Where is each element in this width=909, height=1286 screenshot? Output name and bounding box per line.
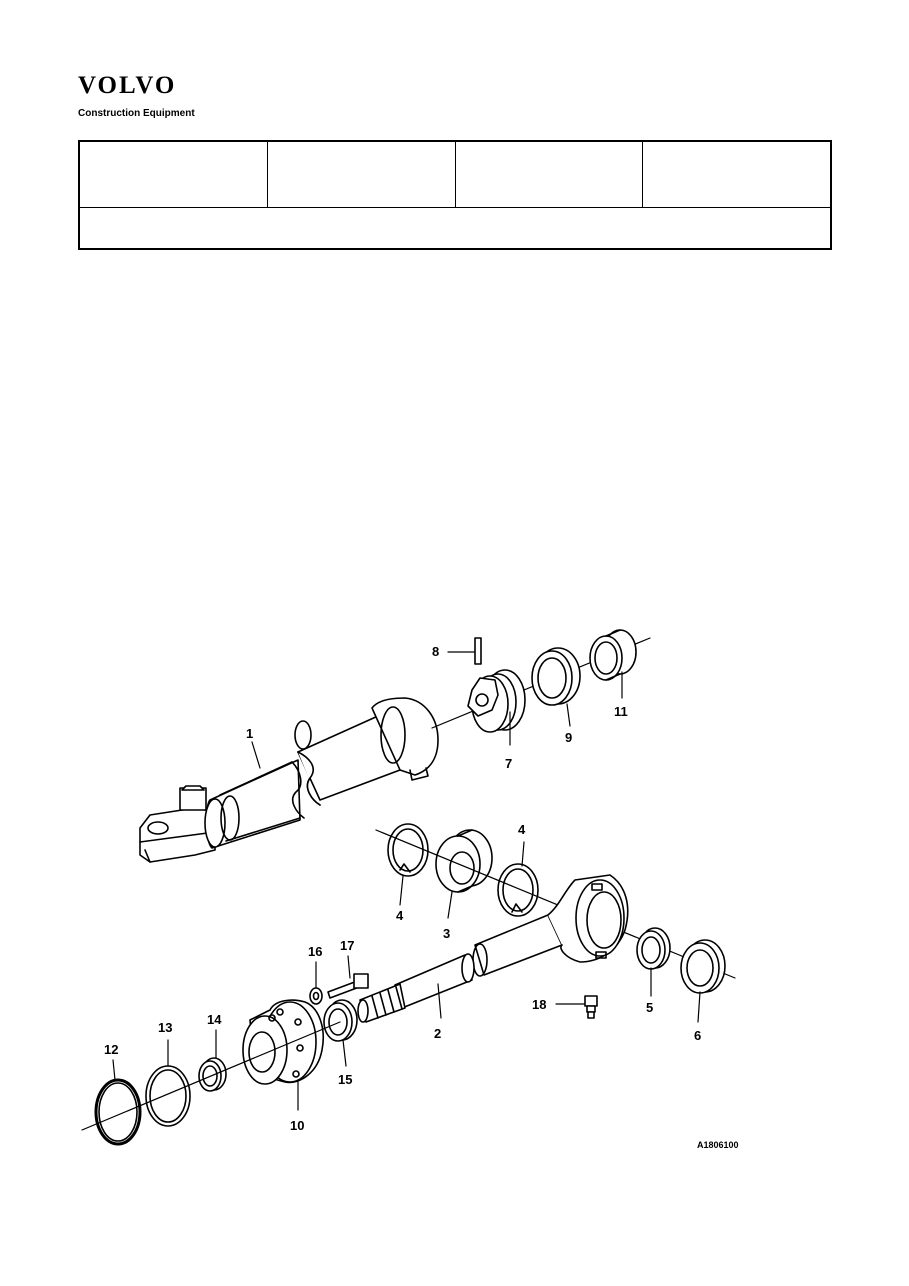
callout-13: 13 xyxy=(158,1020,172,1035)
callout-17: 17 xyxy=(340,938,354,953)
info-cell-2 xyxy=(268,142,456,207)
brand-subtitle: Construction Equipment xyxy=(78,108,195,119)
piston-part xyxy=(467,669,526,733)
info-cell-4 xyxy=(643,142,830,207)
callout-2: 2 xyxy=(434,1026,441,1041)
bearing-part xyxy=(435,829,493,893)
wiper-seal-part xyxy=(680,939,726,994)
info-cell-1 xyxy=(80,142,268,207)
info-cell-bottom xyxy=(80,208,830,250)
screw-part xyxy=(327,973,369,999)
piston-rod-part xyxy=(357,874,629,1023)
volvo-logo: VOLVO xyxy=(78,72,177,99)
callout-3: 3 xyxy=(443,926,450,941)
callout-4a: 4 xyxy=(396,908,404,923)
callout-16: 16 xyxy=(308,944,322,959)
seal-ring-part xyxy=(323,999,358,1042)
o-ring-part xyxy=(145,1065,191,1127)
grease-nipple-part xyxy=(584,995,598,1019)
rod-ring-part xyxy=(636,927,671,970)
brand-header: VOLVO Construction Equipment xyxy=(78,72,195,119)
callout-6: 6 xyxy=(694,1028,701,1043)
callout-11: 11 xyxy=(614,704,628,719)
head-seal-part xyxy=(198,1057,227,1092)
callout-4b: 4 xyxy=(518,822,526,837)
callout-5: 5 xyxy=(646,1000,653,1015)
callout-14: 14 xyxy=(207,1012,222,1027)
retaining-ring-part xyxy=(497,863,539,917)
cylinder-head-part xyxy=(242,999,324,1085)
callout-15: 15 xyxy=(338,1072,352,1087)
info-table-top-row xyxy=(80,142,830,208)
figure-id: A1806100 xyxy=(697,1140,739,1150)
backup-ring-part xyxy=(94,1078,142,1146)
retaining-ring-part xyxy=(387,823,429,877)
callout-labels: 1 2 3 4 4 5 6 7 8 9 10 11 12 13 14 15 16… xyxy=(104,644,701,1133)
callout-7: 7 xyxy=(505,756,512,771)
guide-ring-part xyxy=(589,629,637,681)
callout-10: 10 xyxy=(290,1118,304,1133)
leader-lines xyxy=(112,651,701,1111)
pin-part xyxy=(474,637,482,665)
info-cell-3 xyxy=(456,142,644,207)
callout-9: 9 xyxy=(565,730,572,745)
callout-8: 8 xyxy=(432,644,439,659)
piston-seal-part xyxy=(531,647,581,706)
callout-1: 1 xyxy=(246,726,253,741)
washer-part xyxy=(309,987,323,1005)
callout-18: 18 xyxy=(532,997,546,1012)
callout-12: 12 xyxy=(104,1042,118,1057)
exploded-parts-diagram: 1 2 3 4 4 5 6 7 8 9 10 11 12 13 14 15 16… xyxy=(81,629,736,1146)
info-table xyxy=(78,140,832,250)
cylinder-barrel-part xyxy=(139,697,439,863)
